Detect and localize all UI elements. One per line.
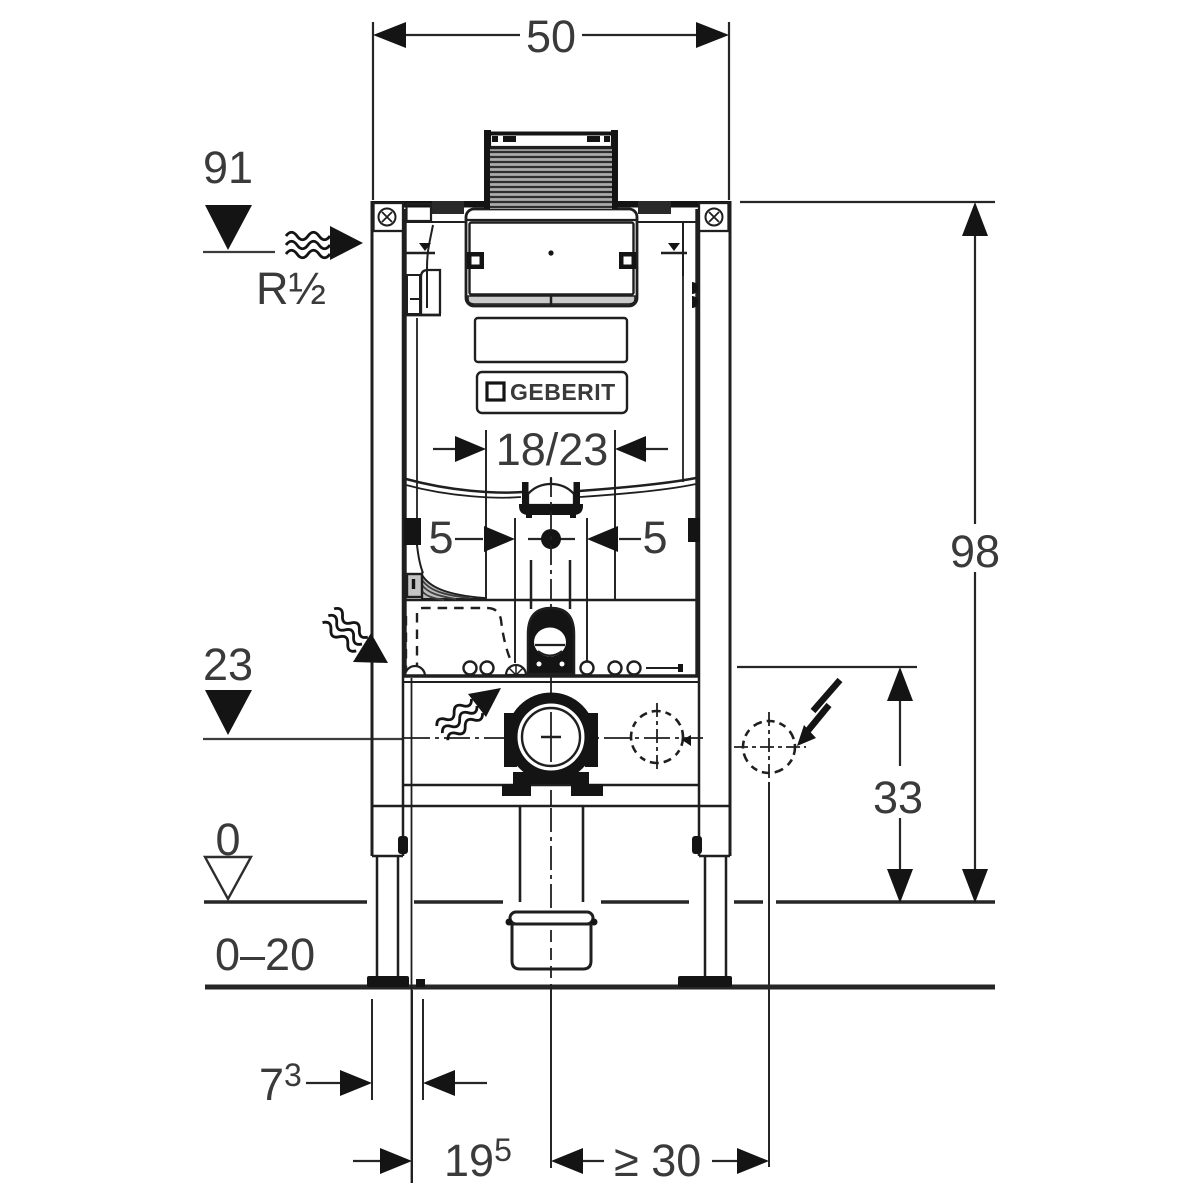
svg-text:5: 5 — [642, 512, 667, 563]
svg-text:5: 5 — [428, 512, 453, 563]
svg-text:18/23: 18/23 — [496, 424, 609, 475]
svg-text:0–20: 0–20 — [215, 929, 315, 980]
svg-text:GEBERIT: GEBERIT — [510, 379, 616, 405]
svg-text:50: 50 — [526, 11, 576, 62]
svg-text:98: 98 — [950, 526, 1000, 577]
svg-text:23: 23 — [203, 639, 253, 690]
svg-text:≥ 30: ≥ 30 — [614, 1135, 701, 1186]
svg-text:33: 33 — [873, 772, 923, 823]
svg-text:91: 91 — [203, 142, 253, 193]
svg-text:R½: R½ — [256, 263, 326, 314]
svg-text:0: 0 — [215, 814, 240, 865]
